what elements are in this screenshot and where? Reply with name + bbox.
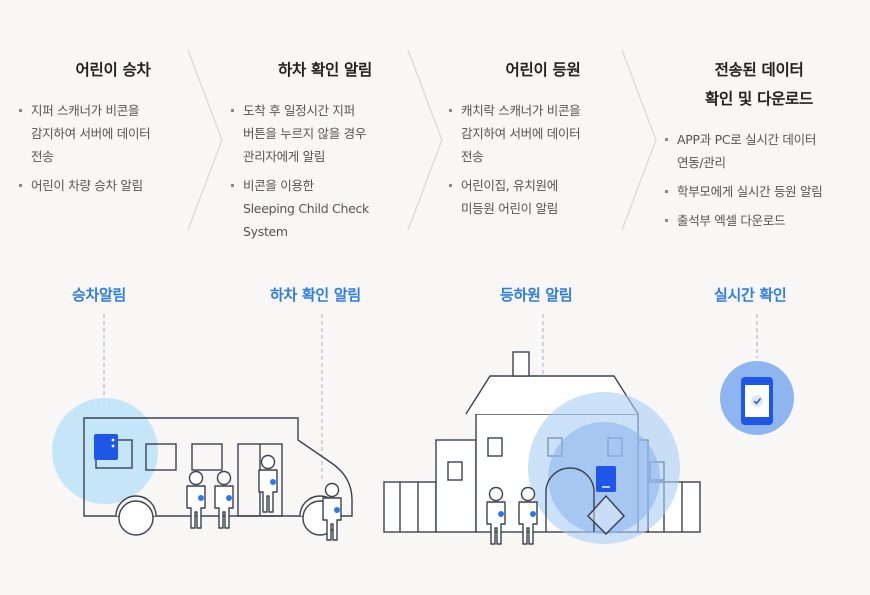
step-bullet-line: 관리자에게 알림 (243, 149, 326, 164)
step-bullet-line: 도착 후 일정시간 지퍼 (243, 103, 355, 118)
beacon-dot-icon (226, 495, 232, 501)
step-bullet-line: 전송 (31, 149, 54, 164)
step-bullet-line: 어린이집, 유치원에 (461, 178, 558, 193)
step-title-line: 확인 및 다운로드 (705, 90, 813, 108)
beacon-dot-icon (198, 495, 204, 501)
child-icon (214, 470, 234, 529)
step-title-line: 어린이 등원 (505, 61, 581, 79)
step-title: 어린이 등원 (448, 56, 638, 85)
step-bullet-line: Sleeping Child Check (243, 201, 369, 216)
step-bullet-line: 전송 (461, 149, 484, 164)
step-title-line: 하차 확인 알림 (278, 61, 372, 79)
beacon-dot-icon (270, 479, 276, 485)
chevron-right-icon (407, 49, 443, 231)
smartphone-icon (741, 377, 773, 425)
step-title: 어린이 승차 (18, 56, 208, 85)
scanner-device-icon (94, 434, 118, 460)
step-bullet-line: 감지하여 서버에 데이터 (31, 126, 151, 141)
step-title-line: 어린이 승차 (75, 61, 151, 79)
beacon-dot-icon (498, 511, 504, 517)
step-bullet-line: 버튼을 누르지 않을 경우 (243, 126, 367, 141)
step-bullet-line: 지퍼 스캐너가 비콘을 (31, 103, 140, 118)
step-bullet-line: 감지하여 서버에 데이터 (461, 126, 581, 141)
step-bullet-line: 캐치락 스캐너가 비콘을 (461, 103, 581, 118)
child-icon (322, 482, 342, 541)
step-bullet-line: System (243, 224, 288, 239)
step-bullet-line: 연동/관리 (677, 155, 726, 170)
beacon-dot-icon (334, 507, 340, 513)
step-bullet-line: 출석부 엑셀 다운로드 (677, 213, 786, 228)
step-bullet: 출석부 엑셀 다운로드 (664, 209, 854, 232)
step-bullet-line: 미등원 어린이 알림 (461, 201, 558, 216)
chevron-right-icon (187, 49, 223, 231)
step-bullet-line: 학부모에게 실시간 등원 알림 (677, 184, 823, 199)
step-bullet-line: 비콘을 이용한 (243, 178, 314, 193)
child-icon (186, 470, 206, 529)
label-attendance-alert: 등하원 알림 (500, 286, 573, 304)
step-bullet: 어린이 차량 승차 알림 (18, 174, 208, 197)
child-icon (258, 454, 278, 513)
step-bullet: 학부모에게 실시간 등원 알림 (664, 180, 854, 203)
beacon-dot-icon (530, 511, 536, 517)
label-dropoff-alert: 하차 확인 알림 (270, 286, 361, 304)
step-bullet-line: APP과 PC로 실시간 데이터 (677, 132, 817, 147)
chevron-right-icon (621, 49, 657, 231)
label-realtime-check: 실시간 확인 (714, 286, 787, 304)
scanner-device-icon (596, 466, 616, 492)
child-icon (518, 486, 538, 545)
label-boarding-alert: 승차알림 (72, 286, 127, 304)
step-title: 하차 확인 알림 (230, 56, 420, 85)
step-bullet-line: 어린이 차량 승차 알림 (31, 178, 143, 193)
child-icon (486, 486, 506, 545)
step-title-line: 전송된 데이터 (714, 61, 804, 79)
